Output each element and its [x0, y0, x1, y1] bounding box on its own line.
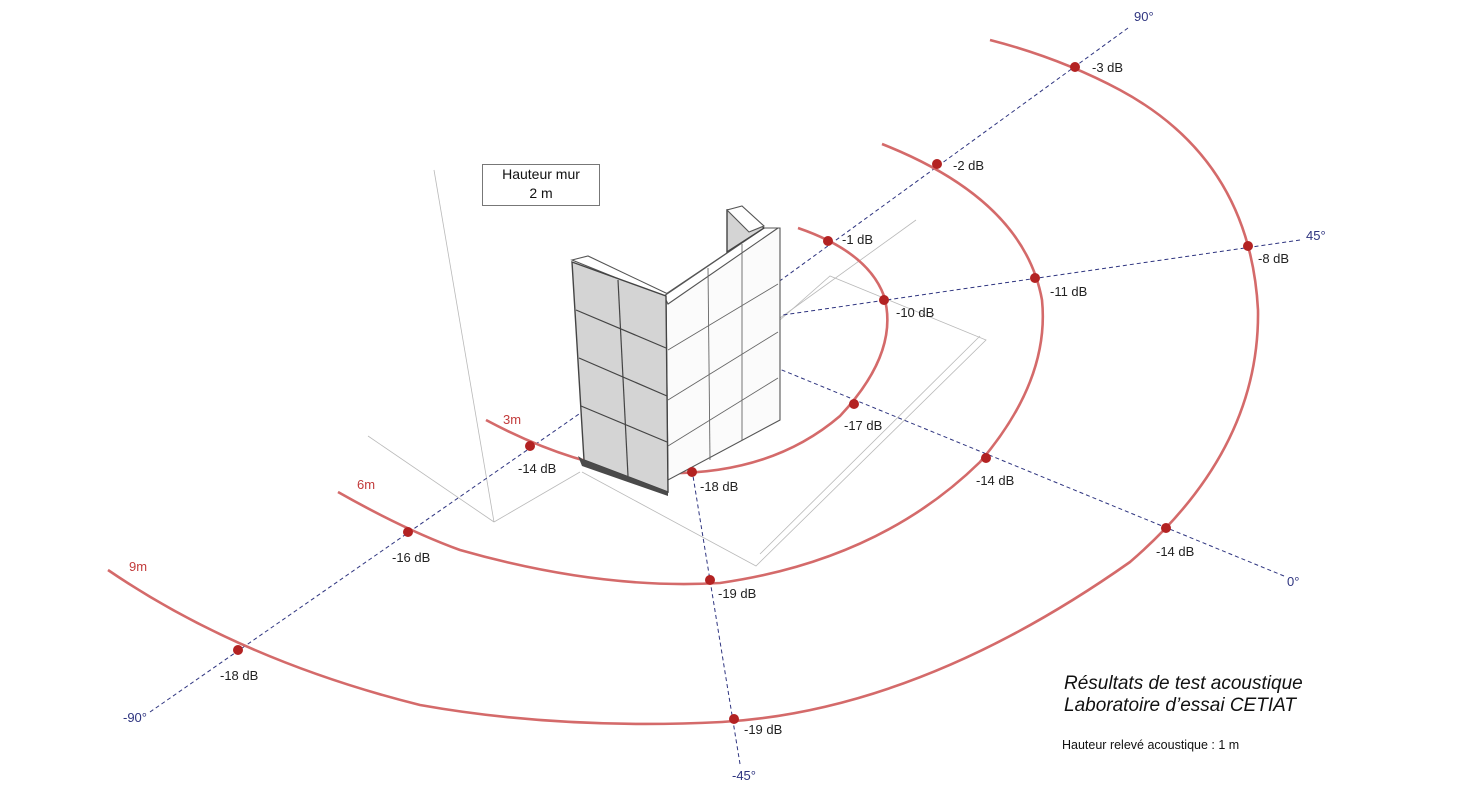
measurement-point — [981, 453, 991, 463]
ray-0 — [737, 351, 1285, 577]
ray-minus-90 — [149, 379, 629, 713]
measurement-point — [932, 159, 942, 169]
distance-label: 6m — [357, 477, 375, 492]
db-value: -19 dB — [744, 722, 782, 737]
ray-90 — [769, 27, 1129, 289]
angle-label: 90° — [1134, 9, 1154, 24]
measurement-point — [879, 295, 889, 305]
measurement-point — [1030, 273, 1040, 283]
db-value: -18 dB — [700, 479, 738, 494]
db-value: -10 dB — [896, 305, 934, 320]
db-value: -2 dB — [953, 158, 984, 173]
arc-9m — [107, 38, 1260, 726]
measurement-point — [705, 575, 715, 585]
guide-lines — [367, 169, 987, 567]
wall-height-label: Hauteur mur 2 m — [482, 164, 600, 206]
angle-label: -45° — [732, 768, 756, 783]
points-3m: -1 dB -10 dB -17 dB -18 dB -14 dB — [518, 232, 934, 494]
measurement-point — [687, 467, 697, 477]
points-6m: -2 dB -11 dB -14 dB -19 dB -16 dB — [392, 158, 1087, 601]
wall-height-value: 2 m — [529, 185, 553, 201]
db-value: -16 dB — [392, 550, 430, 565]
ray-45 — [775, 239, 1301, 317]
wall-model — [570, 205, 781, 496]
caption-lab: Laboratoire d’essai CETIAT — [1064, 695, 1296, 716]
distance-labels: 3m 6m 9m — [129, 412, 521, 574]
db-value: -17 dB — [844, 418, 882, 433]
angle-labels: 90° 45° 0° -45° -90° — [123, 9, 1326, 783]
measurement-point — [403, 527, 413, 537]
measurement-point — [1243, 241, 1253, 251]
angle-label: 0° — [1287, 574, 1299, 589]
db-value: -1 dB — [842, 232, 873, 247]
measurement-point — [525, 441, 535, 451]
measurement-point — [1070, 62, 1080, 72]
measurement-height-note: Hauteur relevé acoustique : 1 m — [1062, 738, 1240, 752]
db-value: -14 dB — [976, 473, 1014, 488]
angle-label: 45° — [1306, 228, 1326, 243]
db-value: -3 dB — [1092, 60, 1123, 75]
caption: Résultats de test acoustique Laboratoire… — [1064, 673, 1303, 717]
angle-label: -90° — [123, 710, 147, 725]
db-value: -11 dB — [1050, 284, 1087, 299]
wall-height-title: Hauteur mur — [502, 166, 580, 182]
points-9m: -3 dB -8 dB -14 dB -19 dB -18 dB — [220, 60, 1289, 737]
db-value: -19 dB — [718, 586, 756, 601]
measurement-point — [1161, 523, 1171, 533]
caption-title: Résultats de test acoustique — [1064, 673, 1303, 694]
distance-label: 3m — [503, 412, 521, 427]
db-value: -8 dB — [1258, 251, 1289, 266]
db-value: -18 dB — [220, 668, 258, 683]
measurement-point — [729, 714, 739, 724]
measurement-point — [849, 399, 859, 409]
ray-minus-45 — [677, 383, 741, 765]
arc-6m — [337, 142, 1045, 586]
direction-rays — [149, 27, 1301, 765]
db-value: -14 dB — [518, 461, 556, 476]
measurement-point — [233, 645, 243, 655]
db-value: -14 dB — [1156, 544, 1194, 559]
distance-label: 9m — [129, 559, 147, 574]
measurement-point — [823, 236, 833, 246]
